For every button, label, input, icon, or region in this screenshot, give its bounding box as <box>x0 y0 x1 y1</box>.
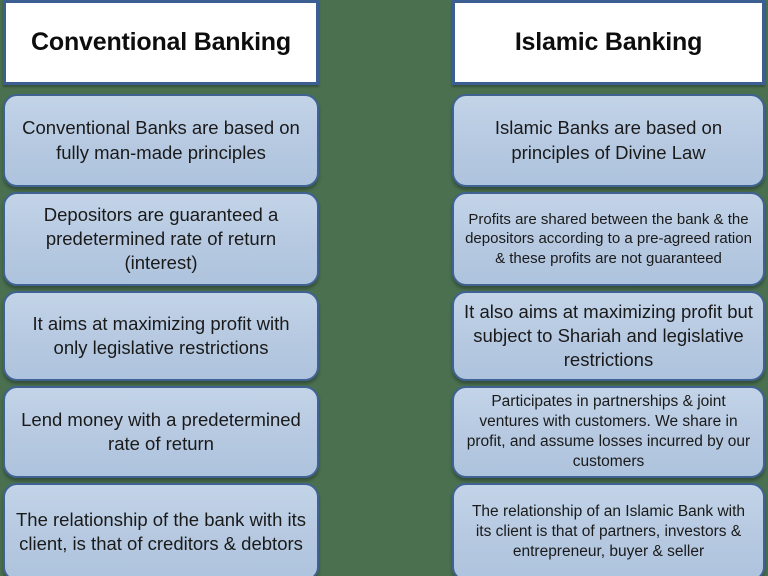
islamic-item-2-label: Profits are shared between the bank & th… <box>465 210 752 267</box>
conventional-item-1-label: Conventional Banks are based on fully ma… <box>22 117 300 163</box>
islamic-item-5: The relationship of an Islamic Bank with… <box>452 483 765 576</box>
conventional-item-4: Lend money with a predetermined rate of … <box>3 386 319 478</box>
islamic-item-1-label: Islamic Banks are based on principles of… <box>494 117 723 163</box>
column-header-conventional: Conventional Banking <box>3 0 319 85</box>
conventional-item-3-label: It aims at maximizing profit with only l… <box>32 312 290 358</box>
column-header-islamic-label: Islamic Banking <box>514 27 703 56</box>
column-header-conventional-label: Conventional Banking <box>31 27 291 56</box>
islamic-item-2: Profits are shared between the bank & th… <box>452 192 765 286</box>
conventional-item-3: It aims at maximizing profit with only l… <box>3 291 319 381</box>
islamic-item-5-label: The relationship of an Islamic Bank with… <box>471 502 746 561</box>
column-islamic-banking: Islamic Banking Islamic Banks are based … <box>452 0 765 576</box>
column-conventional-banking: Conventional Banking Conventional Banks … <box>3 0 319 576</box>
islamic-item-4-label: Participates in partnerships & joint ven… <box>466 392 751 471</box>
islamic-item-3-label: It also aims at maximizing profit but su… <box>464 300 753 371</box>
conventional-item-5-label: The relationship of the bank with its cl… <box>16 508 306 554</box>
islamic-item-1: Islamic Banks are based on principles of… <box>452 94 765 187</box>
conventional-item-2-label: Depositors are guaranteed a predetermine… <box>43 203 279 274</box>
conventional-item-4-label: Lend money with a predetermined rate of … <box>21 408 301 454</box>
column-header-islamic: Islamic Banking <box>452 0 765 85</box>
conventional-item-5: The relationship of the bank with its cl… <box>3 483 319 576</box>
conventional-item-1: Conventional Banks are based on fully ma… <box>3 94 319 187</box>
islamic-item-3: It also aims at maximizing profit but su… <box>452 291 765 381</box>
conventional-item-2: Depositors are guaranteed a predetermine… <box>3 192 319 286</box>
islamic-item-4: Participates in partnerships & joint ven… <box>452 386 765 478</box>
